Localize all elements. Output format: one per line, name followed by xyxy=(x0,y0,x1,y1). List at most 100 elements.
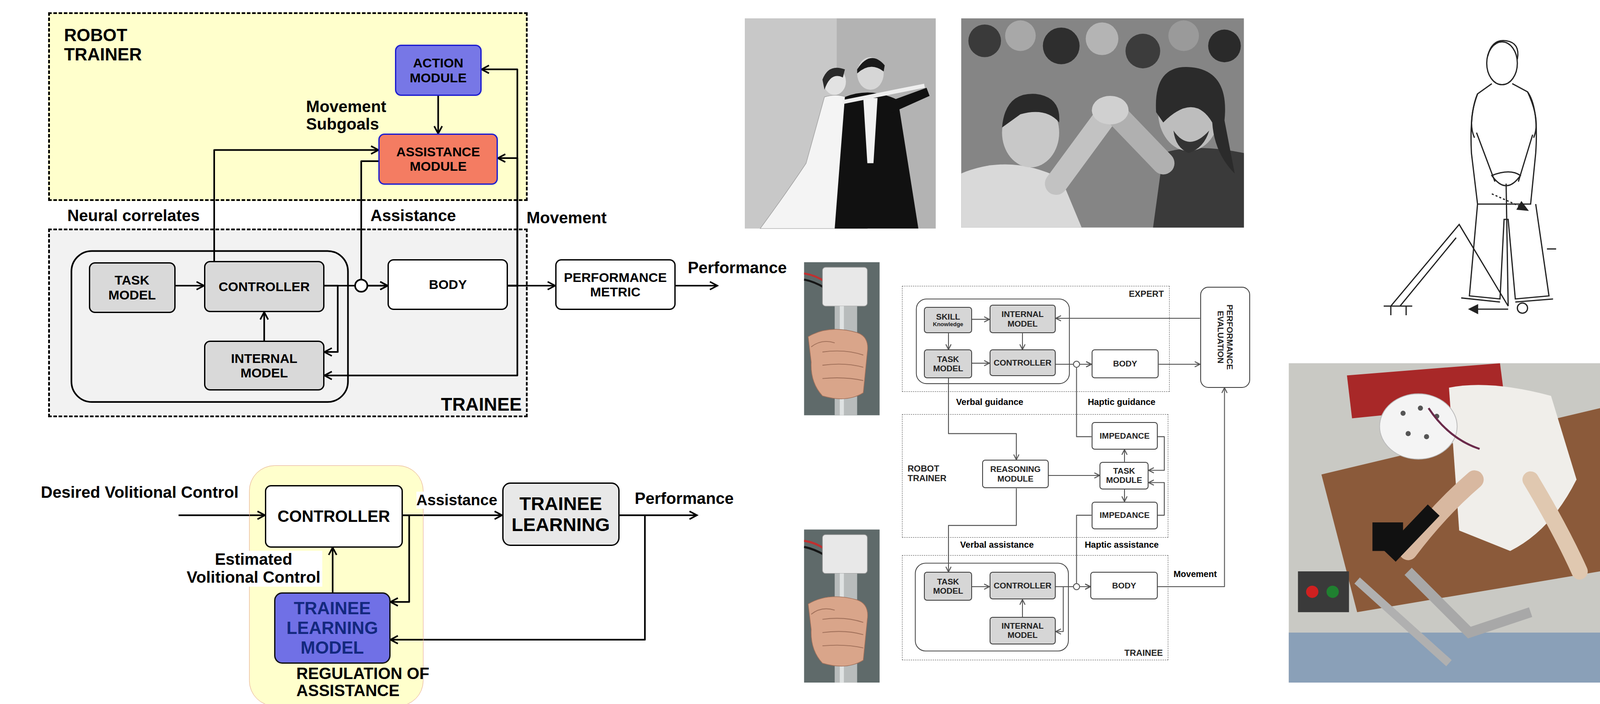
node-label: INTERNAL MODEL xyxy=(208,351,321,381)
text-group: BODY xyxy=(428,277,467,293)
text-group: ROBOT TRAINER xyxy=(907,463,954,483)
text-group: BODY xyxy=(1112,581,1137,591)
signal-label: Verbal assistance xyxy=(960,539,1034,550)
node-label: TASK MODULE xyxy=(1103,466,1145,486)
handle-photo xyxy=(803,279,825,289)
connector-arrow xyxy=(1158,363,1200,365)
node-label: TASK MODEL xyxy=(927,577,969,596)
band-fill xyxy=(48,12,528,201)
summing-junction xyxy=(355,279,368,293)
rehab-photo xyxy=(1297,571,1350,613)
band-title: EXPERT xyxy=(1128,288,1164,299)
process-box: SKILLKnowledge xyxy=(923,306,973,334)
text-group: ASSISTANCE MODULE xyxy=(382,144,494,174)
rehab-photo xyxy=(1408,571,1531,633)
group-band: REASONING MODULE IMPEDANCE TASK MODULE IMPE… xyxy=(902,414,1169,538)
connector-arrow xyxy=(948,488,1017,572)
node-label: CONTROLLER xyxy=(993,358,1052,368)
golf-sketch xyxy=(1383,224,1509,316)
golf-sketch xyxy=(1461,297,1554,302)
arm-wrestling-photo xyxy=(1056,114,1108,184)
golf-sketch xyxy=(1469,204,1550,300)
signal-label: Movement xyxy=(526,209,607,228)
signal-arrow xyxy=(644,514,698,517)
text-group: REGULATION OF ASSISTANCE xyxy=(296,665,440,700)
process-box: CONTROLLER xyxy=(264,485,403,548)
text-group: REASONING MODULE xyxy=(986,464,1045,484)
process-box: TRAINEE LEARNING MODEL xyxy=(274,592,391,664)
text-group: INTERNAL MODEL xyxy=(993,621,1053,641)
process-box: TASK MODULE xyxy=(1099,461,1149,490)
dance-photo xyxy=(822,67,845,90)
process-box: ACTION MODULE xyxy=(394,44,482,96)
arm-wrestling-photo xyxy=(1004,20,1036,52)
node-label: TASK MODEL xyxy=(93,272,172,303)
node-label: IMPEDANCE xyxy=(1099,431,1150,441)
text-group: TRAINEE xyxy=(440,394,522,415)
signal-label: Desired Volitional Control xyxy=(40,483,239,502)
node-label: TRAINEE LEARNING xyxy=(506,493,616,536)
signal-arrow xyxy=(178,514,265,517)
process-box: TRAINEE LEARNING xyxy=(502,482,620,546)
node-label: PERFORMANCE EVALUATION xyxy=(1215,290,1235,385)
golf-sketch xyxy=(1383,40,1557,316)
group-band: SKILLKnowledgeINTERNAL MODELTASK MODELCO… xyxy=(902,285,1170,392)
text-group: TRAINEE LEARNING MODEL xyxy=(278,598,387,658)
connector-arrow xyxy=(1124,489,1125,502)
process-box: IMPEDANCE xyxy=(1091,422,1158,450)
signal-label: Movement Subgoals xyxy=(306,98,393,134)
signal-label: Neural correlates xyxy=(67,207,200,226)
process-box: CONTROLLER xyxy=(204,260,325,313)
group-band: ACTION MODULE ASSISTANCE MODULE ROBOT TRAI… xyxy=(48,12,528,201)
connector-arrow xyxy=(1022,599,1023,617)
signal-label: Movement xyxy=(1173,569,1217,579)
node-label: INTERNAL MODEL xyxy=(993,621,1053,641)
signal-label: Haptic guidance xyxy=(1087,397,1156,407)
band-title: TRAINEE xyxy=(440,394,522,415)
text-group: IMPEDANCE xyxy=(1099,510,1150,520)
text-group: PERFORMANCE METRIC xyxy=(559,270,672,300)
text-group: TRAINEE xyxy=(1124,648,1163,658)
connector-arrow xyxy=(1124,449,1125,462)
process-box: CONTROLLER xyxy=(989,349,1056,377)
node-label: ASSISTANCE MODULE xyxy=(382,144,494,174)
connector-arrow xyxy=(263,312,265,341)
text-group: SKILLKnowledge xyxy=(933,312,964,328)
process-box: BODY xyxy=(1090,571,1158,600)
golf-sketch xyxy=(1475,308,1509,311)
golf-sketch xyxy=(1506,183,1509,307)
text-group: IMPEDANCE xyxy=(1099,431,1150,441)
signal-label: Performance xyxy=(687,259,787,278)
golf-sketch xyxy=(1469,305,1478,314)
signal-arrow xyxy=(675,285,718,287)
rehab-photo xyxy=(1530,479,1580,572)
connector-arrow xyxy=(1048,475,1100,476)
text-group: TASK MODEL xyxy=(93,272,172,303)
process-box: INTERNAL MODEL xyxy=(204,340,325,391)
text-group: BODY xyxy=(1113,359,1138,369)
arm-wrestling-photo xyxy=(1173,130,1210,153)
rehab-photo xyxy=(1356,580,1449,664)
text-group: TASK MODEL xyxy=(927,577,969,596)
arm-wrestling-photo xyxy=(961,18,1245,228)
connector-arrow xyxy=(1055,317,1200,319)
arm-wrestling-photo xyxy=(1208,29,1241,63)
golf-sketch xyxy=(1470,83,1537,205)
rehab-photo xyxy=(1379,394,1458,460)
band-fill xyxy=(48,228,528,418)
node-label: BODY xyxy=(1113,359,1138,369)
golf-sketch xyxy=(1491,193,1520,207)
process-box: ASSISTANCE MODULE xyxy=(378,133,498,185)
band-title: ROBOT TRAINER xyxy=(63,25,177,64)
golf-sketch xyxy=(1547,248,1557,250)
text-group: CONTROLLER xyxy=(218,279,310,295)
dance-photo xyxy=(744,18,936,229)
signal-label: Haptic assistance xyxy=(1084,539,1159,550)
golf-sketch xyxy=(1517,201,1528,211)
rehab-photo xyxy=(1288,363,1600,683)
arm-wrestling-photo xyxy=(1043,27,1080,65)
dance-photo xyxy=(834,92,919,229)
handle-photo xyxy=(803,262,880,416)
text-group: CONTROLLER xyxy=(993,581,1052,591)
signal-label: Assistance xyxy=(416,491,498,509)
